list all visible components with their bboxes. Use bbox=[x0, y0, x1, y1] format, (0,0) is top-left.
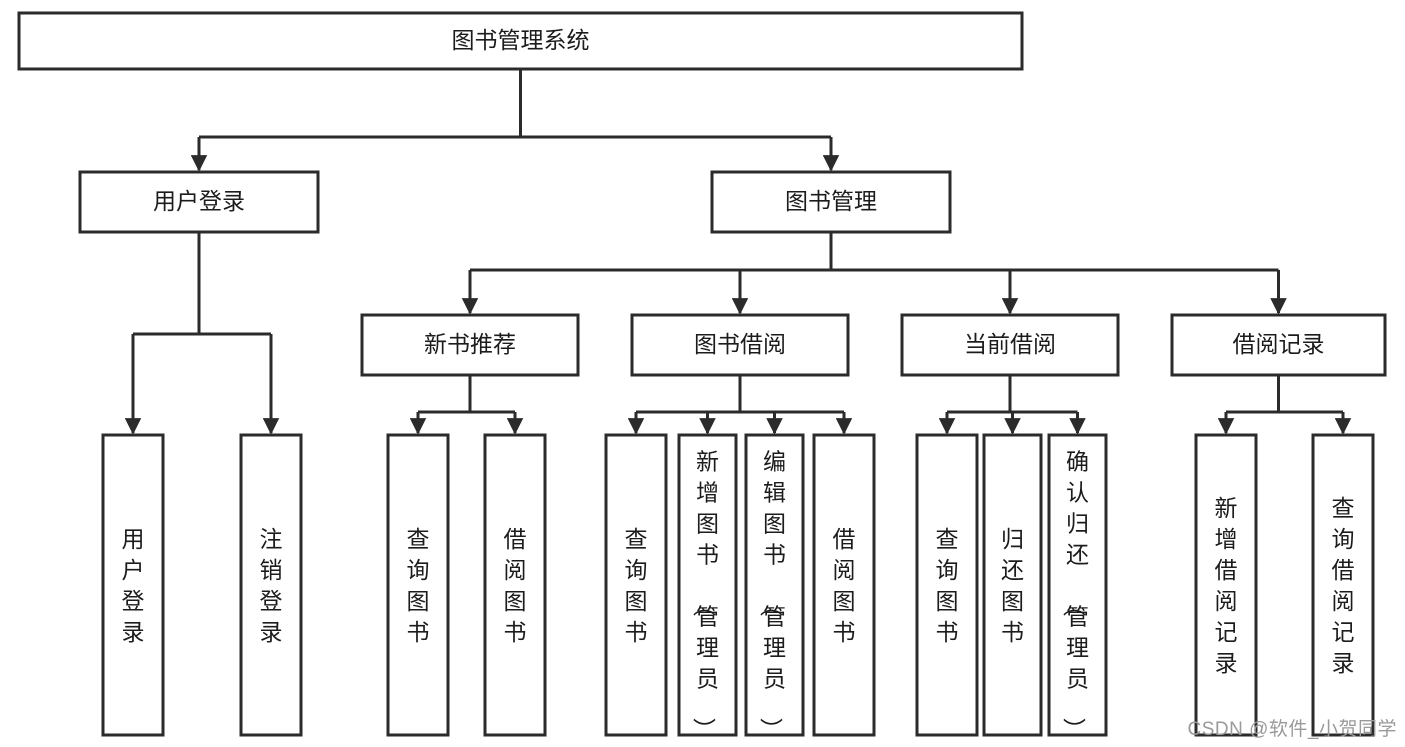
node-box bbox=[677, 433, 738, 737]
node-leaf-user-login[interactable]: 用户登录 bbox=[101, 433, 165, 737]
node-l2-record[interactable]: 借阅记录 bbox=[1170, 313, 1387, 377]
node-label: 查询图书 bbox=[936, 526, 959, 645]
node-box bbox=[1194, 433, 1258, 737]
node-label: 当前借阅 bbox=[964, 331, 1056, 357]
node-label: 新增借阅记录 bbox=[1215, 495, 1238, 676]
node-label: 查询借阅记录 bbox=[1332, 495, 1355, 676]
node-box bbox=[239, 433, 303, 737]
node-box bbox=[604, 433, 668, 737]
node-l2-borrow[interactable]: 图书借阅 bbox=[630, 313, 850, 377]
node-leaf-user-logout[interactable]: 注销登录 bbox=[239, 433, 303, 737]
node-box bbox=[1170, 313, 1387, 377]
node-box bbox=[101, 433, 165, 737]
node-box bbox=[17, 11, 1024, 71]
node-label: 用户登录 bbox=[122, 526, 145, 645]
node-leaf-new-borrow[interactable]: 借阅图书 bbox=[483, 433, 547, 737]
node-box bbox=[744, 433, 805, 737]
node-box bbox=[915, 433, 979, 737]
node-leaf-bw-query[interactable]: 查询图书 bbox=[604, 433, 668, 737]
node-l2-current[interactable]: 当前借阅 bbox=[900, 313, 1120, 377]
node-leaf-bw-edit[interactable]: 编辑图书（管理员） bbox=[744, 433, 805, 741]
node-label: 借阅记录 bbox=[1233, 331, 1325, 357]
node-label: 借阅图书 bbox=[833, 526, 856, 645]
node-label: 新书推荐 bbox=[424, 331, 516, 357]
node-label: 用户登录 bbox=[153, 188, 245, 214]
node-label: 借阅图书 bbox=[504, 526, 527, 645]
edge-layer bbox=[124, 69, 1352, 435]
node-label: 图书借阅 bbox=[694, 331, 786, 357]
node-label: 图书管理 bbox=[785, 188, 877, 214]
node-label: 查询图书 bbox=[407, 526, 430, 645]
node-box bbox=[1047, 433, 1108, 737]
node-box bbox=[710, 170, 952, 234]
node-leaf-cur-confirm[interactable]: 确认归还（管理员） bbox=[1047, 433, 1108, 741]
node-label: 编辑图书（管理员） bbox=[758, 449, 786, 741]
node-layer: 图书管理系统用户登录图书管理新书推荐图书借阅当前借阅借阅记录用户登录注销登录查询… bbox=[17, 11, 1387, 741]
node-leaf-bw-add[interactable]: 新增图书（管理员） bbox=[677, 433, 738, 741]
node-l1-book[interactable]: 图书管理 bbox=[710, 170, 952, 234]
node-box bbox=[386, 433, 450, 737]
node-leaf-cur-return[interactable]: 归还图书 bbox=[982, 433, 1043, 737]
node-box bbox=[1311, 433, 1375, 737]
node-box bbox=[900, 313, 1120, 377]
node-label: 注销登录 bbox=[260, 526, 283, 645]
node-box bbox=[982, 433, 1043, 737]
node-label: 查询图书 bbox=[625, 526, 648, 645]
node-leaf-bw-lend[interactable]: 借阅图书 bbox=[812, 433, 876, 737]
node-label: 确认归还（管理员） bbox=[1061, 449, 1089, 741]
node-root[interactable]: 图书管理系统 bbox=[17, 11, 1024, 71]
node-leaf-rec-query[interactable]: 查询借阅记录 bbox=[1311, 433, 1375, 737]
node-label: 归还图书 bbox=[1001, 526, 1024, 645]
node-label: 新增图书（管理员） bbox=[691, 449, 719, 741]
node-l2-new[interactable]: 新书推荐 bbox=[360, 313, 580, 377]
node-box bbox=[630, 313, 850, 377]
node-leaf-cur-query[interactable]: 查询图书 bbox=[915, 433, 979, 737]
node-label: 图书管理系统 bbox=[452, 27, 590, 53]
node-leaf-new-query[interactable]: 查询图书 bbox=[386, 433, 450, 737]
node-box bbox=[812, 433, 876, 737]
node-leaf-rec-add[interactable]: 新增借阅记录 bbox=[1194, 433, 1258, 737]
node-box bbox=[78, 170, 320, 234]
node-l1-user[interactable]: 用户登录 bbox=[78, 170, 320, 234]
node-box bbox=[483, 433, 547, 737]
node-box bbox=[360, 313, 580, 377]
